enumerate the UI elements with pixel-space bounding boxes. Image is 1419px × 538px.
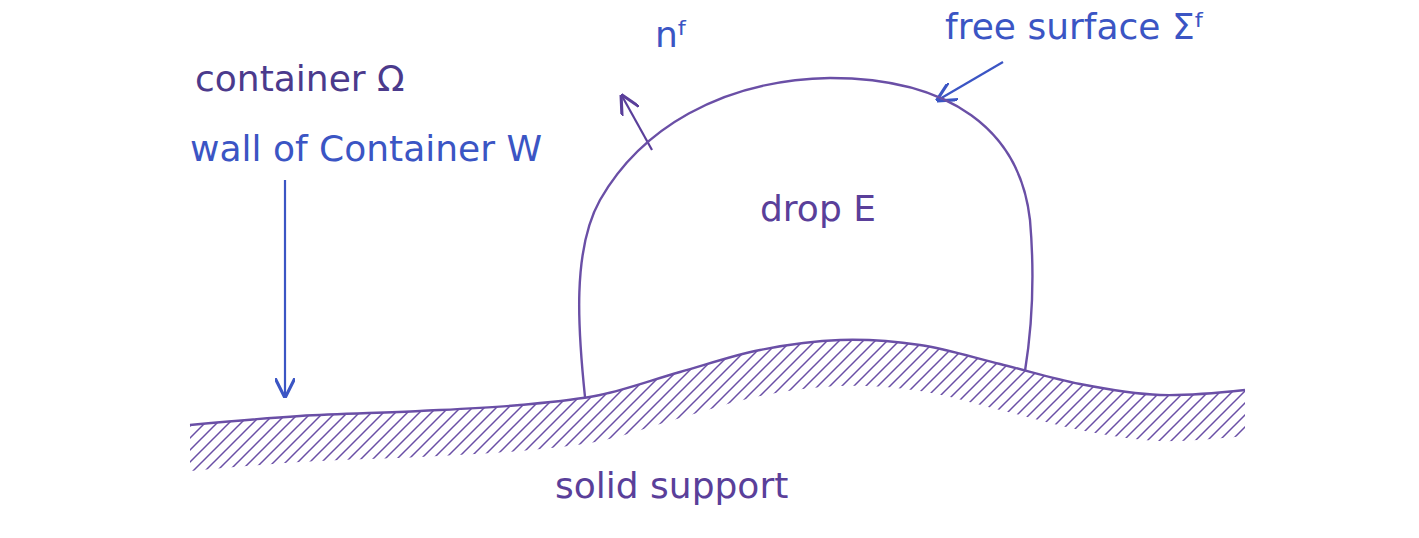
solid-support: solid support [190,330,1250,538]
container-label: container Ω [195,58,405,99]
leader-arrow [284,180,286,396]
container-wall [190,340,1245,425]
leader-arrow [938,62,1003,100]
wall-label: wall of Container W [190,128,542,169]
region-label: solid support [555,465,788,506]
support-outline [190,330,1250,538]
normal-label: nᶠ [655,14,689,55]
region-label: drop E [760,188,876,229]
surface-label: free surface Σᶠ [945,6,1205,47]
hatching [190,340,1245,471]
